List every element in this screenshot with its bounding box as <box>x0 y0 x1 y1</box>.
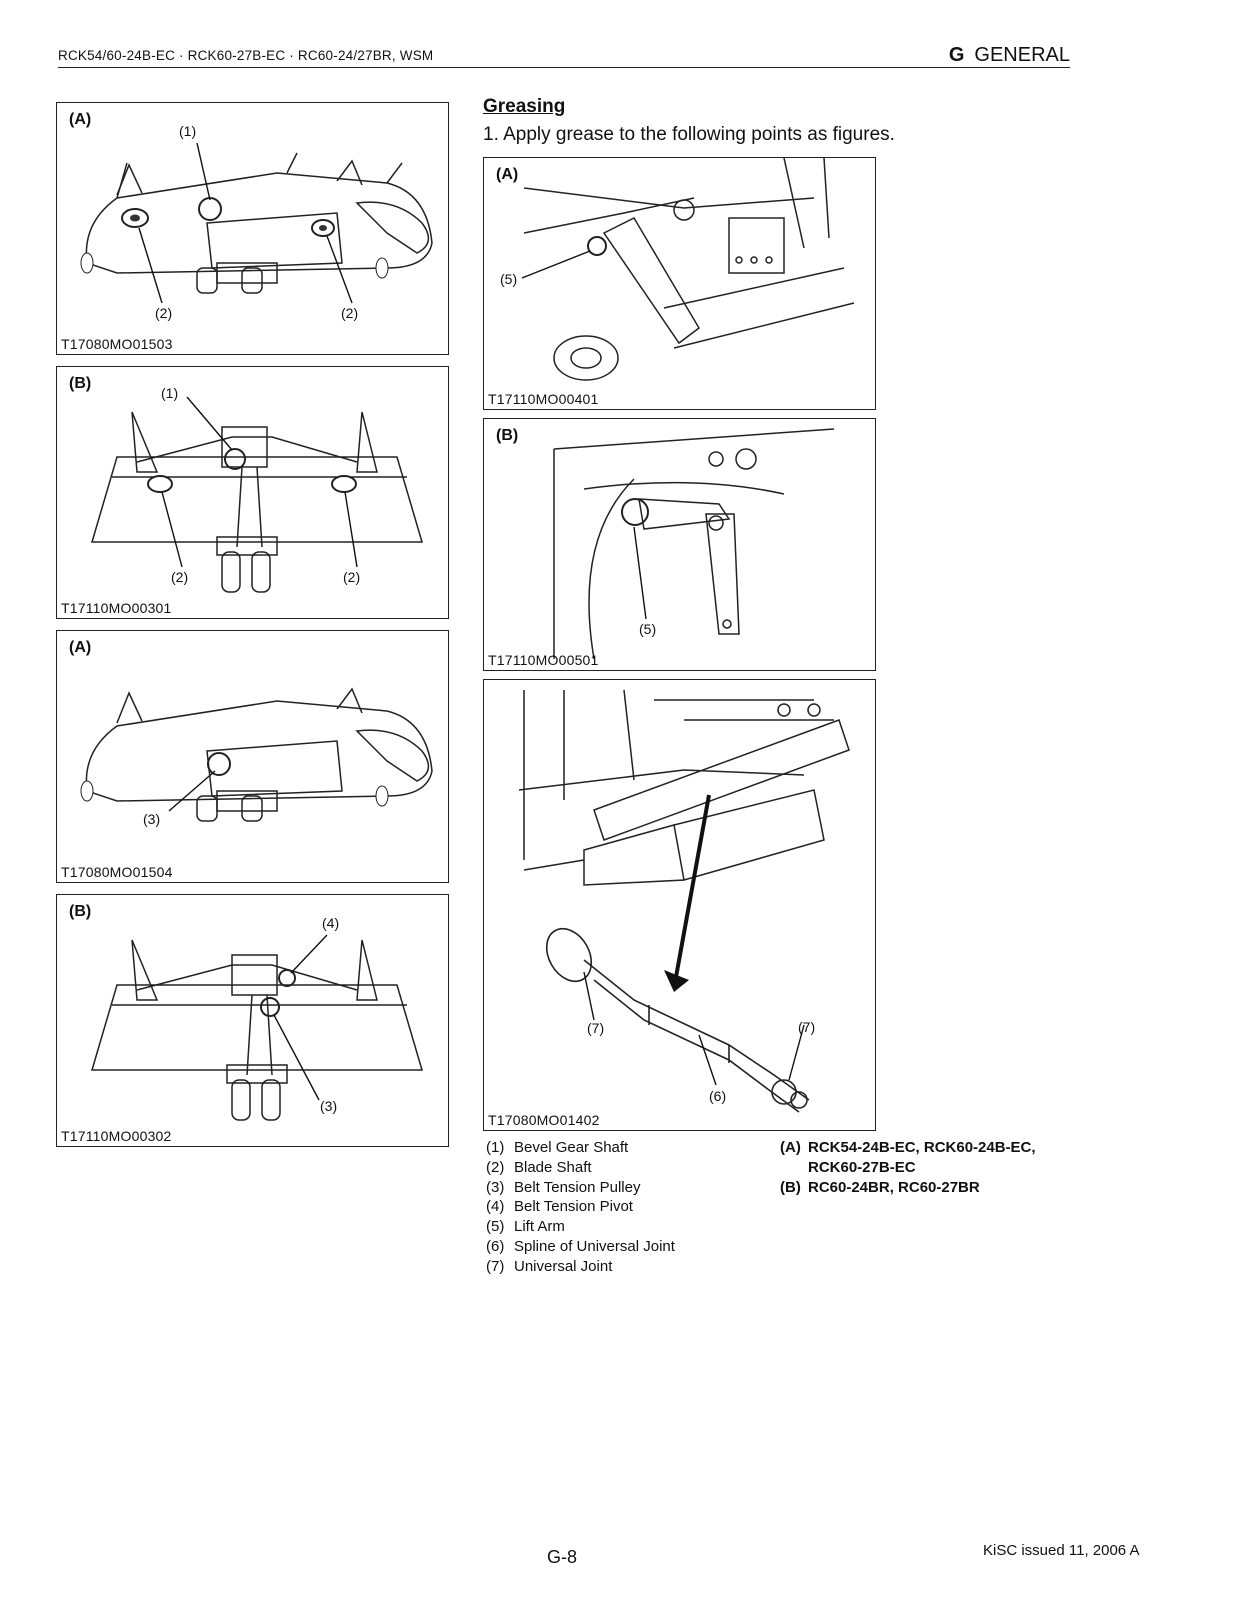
deck-a-pulley-illustration <box>80 687 433 822</box>
deck-b-pivot-illustration <box>90 934 424 1121</box>
figure-code: T17110MO00401 <box>488 391 599 407</box>
legend-num: (5) <box>486 1218 505 1236</box>
parts-legend: (1) Bevel Gear Shaft (2) Blade Shaft (3) Be… <box>486 1138 675 1277</box>
legend-item: (7) Universal Joint <box>486 1257 675 1277</box>
legend-label: Bevel Gear Shaft <box>514 1139 629 1156</box>
deck-b-illustration <box>90 396 424 593</box>
greasing-title: Greasing <box>483 96 566 117</box>
callout-3: (3) <box>143 811 161 827</box>
legend-num: (4) <box>486 1198 505 1216</box>
callout-6: (6) <box>709 1088 727 1104</box>
header-model-list: RCK54/60-24B-EC · RCK60-27B-EC · RC60-24… <box>58 48 434 63</box>
issue-note: KiSC issued 11, 2006 A <box>983 1542 1140 1559</box>
model-key-letter: (B) <box>780 1178 801 1196</box>
figure-tag: (B) <box>69 903 92 920</box>
figure-deck-b-bevel-blade: (B) (1) (2) (2) T17110MO00301 <box>56 366 449 619</box>
callout-1: (1) <box>179 123 197 139</box>
model-key-a-continued: RCK60-27B-EC <box>808 1158 916 1176</box>
figure-code: T17110MO00301 <box>61 600 172 616</box>
model-key-text: RC60-24BR, RC60-27BR <box>808 1178 980 1196</box>
legend-num: (7) <box>486 1257 505 1275</box>
figure-code: T17080MO01504 <box>61 864 173 880</box>
callout-2-right: (2) <box>343 569 361 585</box>
legend-label: Belt Tension Pulley <box>514 1178 641 1196</box>
callout-2-left: (2) <box>155 305 173 321</box>
figure-tag: (A) <box>69 111 92 128</box>
legend-label: Belt Tension Pivot <box>514 1198 633 1216</box>
legend-num: (3) <box>486 1178 505 1196</box>
legend-item: (4) Belt Tension Pivot <box>486 1197 675 1217</box>
legend-label: Universal Joint <box>514 1257 613 1275</box>
figure-lift-arm-a: (A) (5) T17110MO00401 <box>483 157 876 410</box>
section-heading: G GENERAL <box>949 44 1070 67</box>
legend-item: (5) Lift Arm <box>486 1217 675 1237</box>
figure-tag: (B) <box>69 375 92 392</box>
figure-tag: (A) <box>496 166 519 183</box>
figure-code: T17080MO01503 <box>61 336 173 352</box>
callout-5: (5) <box>639 621 657 637</box>
figure-deck-a-bevel-blade: (A) (1) (2) (2) T17080MO01503 <box>56 102 449 355</box>
legend-num: (2) <box>486 1158 505 1176</box>
callout-4: (4) <box>322 915 340 931</box>
lift-arm-b-illustration <box>553 428 835 660</box>
legend-num: (6) <box>486 1237 505 1255</box>
deck-a-illustration <box>80 142 433 304</box>
section-title: GENERAL <box>974 44 1070 66</box>
model-key-letter: (A) <box>780 1139 801 1156</box>
legend-item: (1) Bevel Gear Shaft <box>486 1138 675 1158</box>
model-key-text: RCK54-24B-EC, RCK60-24B-EC, <box>808 1139 1036 1156</box>
callout-7-right: (7) <box>798 1019 816 1035</box>
greasing-step-1: 1. Apply grease to the following points … <box>483 124 895 145</box>
universal-joint-illustration <box>518 689 850 1113</box>
page-number: G-8 <box>547 1547 578 1567</box>
legend-label: Lift Arm <box>514 1218 565 1236</box>
callout-2-right: (2) <box>341 305 359 321</box>
figure-lift-arm-b: (B) (5) T17110MO00501 <box>483 418 876 671</box>
lift-arm-a-illustration <box>521 158 855 381</box>
legend-item: (3) Belt Tension Pulley <box>486 1178 675 1198</box>
figure-tag: (B) <box>496 427 519 444</box>
figure-tag: (A) <box>69 639 92 656</box>
model-key: (A) RCK54-24B-EC, RCK60-24B-EC, RCK60-27B… <box>780 1138 1036 1197</box>
legend-num: (1) <box>486 1139 505 1156</box>
legend-item: (2) Blade Shaft <box>486 1158 675 1178</box>
header-rule <box>58 67 1070 68</box>
callout-1: (1) <box>161 385 179 401</box>
callout-3: (3) <box>320 1098 338 1114</box>
figure-code: T17110MO00302 <box>61 1128 172 1144</box>
figure-code: T17110MO00501 <box>488 652 599 668</box>
model-key-b: (B) RC60-24BR, RC60-27BR <box>780 1178 1036 1198</box>
figure-deck-b-tension-pivot: (B) (4) (3) T17110MO00302 <box>56 894 449 1147</box>
legend-item: (6) Spline of Universal Joint <box>486 1237 675 1257</box>
legend-label: Spline of Universal Joint <box>514 1237 675 1255</box>
callout-7-left: (7) <box>587 1020 605 1036</box>
callout-5: (5) <box>500 271 518 287</box>
figure-code: T17080MO01402 <box>488 1112 600 1128</box>
model-key-a: (A) RCK54-24B-EC, RCK60-24B-EC, <box>780 1138 1036 1158</box>
figure-universal-joint: (7) (7) (6) T17080MO01402 <box>483 679 876 1131</box>
callout-2-left: (2) <box>171 569 189 585</box>
figure-deck-a-tension-pulley: (A) (3) T17080MO01504 <box>56 630 449 883</box>
legend-label: Blade Shaft <box>514 1158 592 1176</box>
section-letter: G <box>948 44 965 66</box>
